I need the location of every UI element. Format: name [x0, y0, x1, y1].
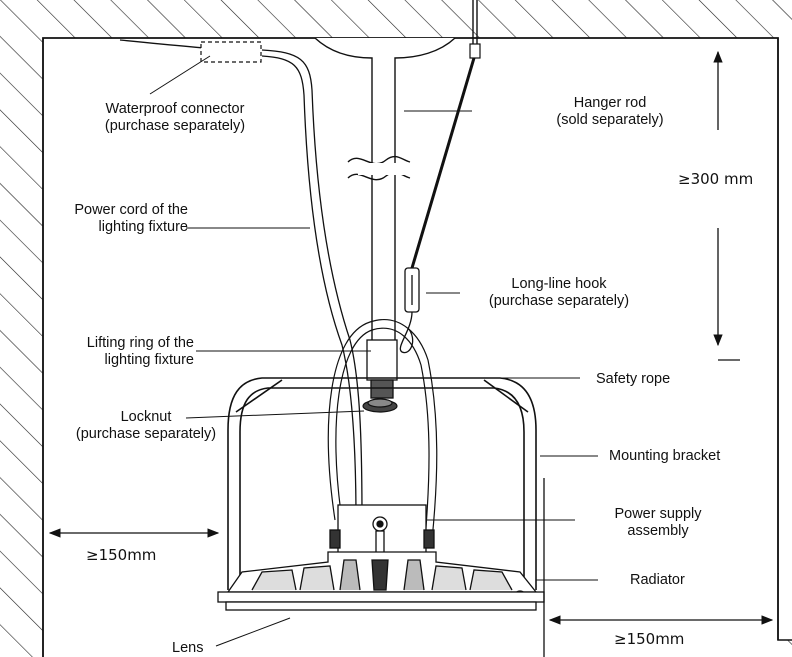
power-supply-label: Power supply assembly: [588, 506, 728, 540]
label-line: (purchase separately): [75, 426, 217, 442]
safety-rope: [327, 319, 438, 541]
waterproof-connector-label: Waterproof connector (purchase separatel…: [80, 101, 270, 135]
label-line: Hanger rod: [573, 95, 647, 111]
radiator-label: Radiator: [630, 572, 685, 588]
hanger-rod-label: Hanger rod (sold separately): [540, 95, 680, 129]
long-line-hook-label: Long-line hook (purchase separately): [468, 276, 650, 310]
mounting-bracket: [227, 377, 537, 590]
lens: [217, 591, 545, 611]
mounting-bracket-label: Mounting bracket: [609, 448, 721, 464]
label-line: Power cord of the: [74, 202, 188, 218]
ceiling-clearance-label: ≥300 mm: [676, 170, 756, 188]
right-clearance-label: ≥150mm: [614, 630, 685, 648]
dimension-marks: [48, 50, 774, 657]
label-line: (purchase separately): [488, 293, 630, 309]
lifting-ring-label: Lifting ring of the lighting fixture: [50, 335, 194, 369]
left-clearance-label: ≥150mm: [86, 546, 157, 564]
long-line-hook: [399, 267, 420, 354]
lens-label: Lens: [172, 640, 204, 656]
locknut-label: Locknut (purchase separately): [60, 409, 232, 443]
lifting-ring: [366, 339, 398, 399]
label-line: lighting fixture: [104, 352, 194, 368]
label-line: (purchase separately): [104, 118, 246, 134]
label-line: assembly: [627, 523, 689, 539]
label-line: Long-line hook: [511, 276, 607, 292]
label-line: lighting fixture: [98, 219, 188, 235]
locknut: [362, 398, 398, 413]
label-line: (sold separately): [556, 112, 664, 128]
power-cord-label: Power cord of the lighting fixture: [44, 202, 188, 236]
label-line: Locknut: [120, 409, 172, 425]
safety-rope-label: Safety rope: [596, 371, 671, 387]
power-supply: [329, 504, 435, 562]
leader-lines: [149, 55, 598, 647]
label-line: Waterproof connector: [105, 101, 245, 117]
waterproof-connector: [200, 41, 262, 63]
suspension-wire: [410, 0, 481, 269]
label-line: Lifting ring of the: [86, 335, 194, 351]
label-line: Power supply: [614, 506, 702, 522]
radiator: [226, 551, 538, 604]
